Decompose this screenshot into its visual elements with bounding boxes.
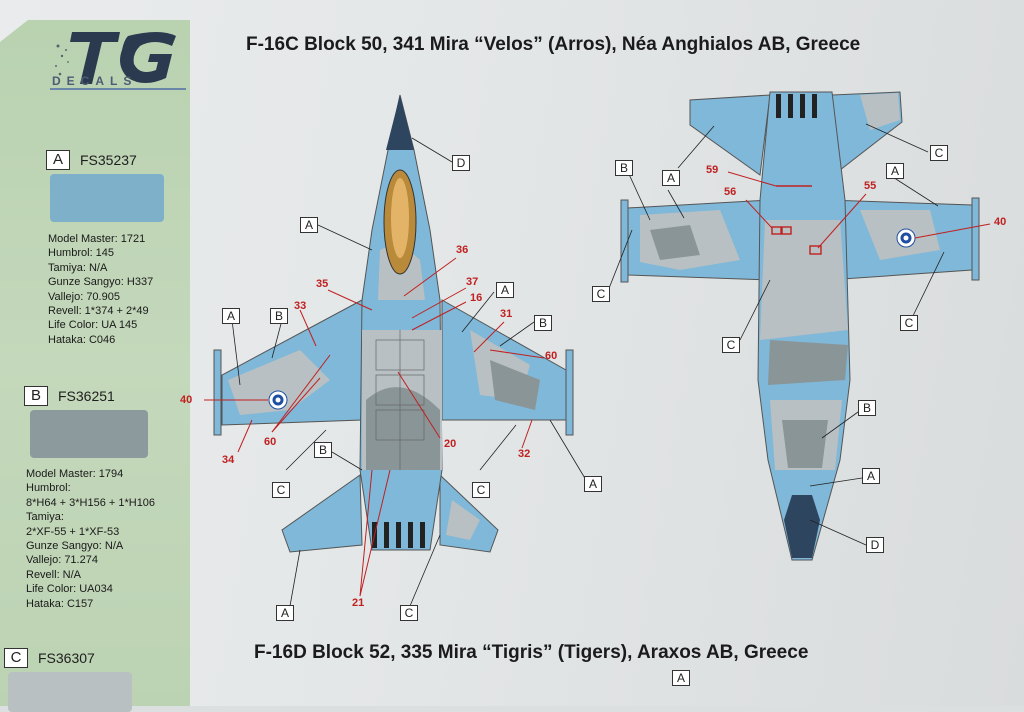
- color-sidebar: [0, 20, 190, 706]
- swatch-a-letter: A: [46, 150, 70, 170]
- label-c-under-right-wing: C: [900, 315, 918, 331]
- label-c-under-left-wing: C: [592, 286, 610, 302]
- label-c-right-wing: C: [472, 482, 490, 498]
- label-b-left-wing: B: [270, 308, 288, 324]
- swatch-b-header: B FS36251: [24, 386, 115, 406]
- marking-60-left: 60: [264, 436, 277, 448]
- marking-40-top: 40: [180, 394, 193, 406]
- swatch-b-letter: B: [24, 386, 48, 406]
- bottom-view-aircraft: [620, 91, 980, 561]
- marking-34: 34: [222, 454, 235, 466]
- swatch-b-code: FS36251: [58, 388, 115, 404]
- swatch-c-header: C FS36307: [4, 648, 95, 668]
- label-c-left-wing: C: [272, 482, 290, 498]
- marking-55: 55: [864, 180, 877, 192]
- swatch-c-letter: C: [4, 648, 28, 668]
- marking-20: 20: [444, 438, 457, 450]
- label-b-under-intake: B: [858, 400, 876, 416]
- label-a-tail: A: [276, 605, 294, 621]
- label-c-under-fuselage: C: [722, 337, 740, 353]
- label-b-right-wing: B: [534, 315, 552, 331]
- marking-59: 59: [706, 164, 719, 176]
- swatch-a-code: FS35237: [80, 152, 137, 168]
- decals-wordmark: DECALS: [52, 74, 138, 88]
- marking-21: 21: [352, 597, 365, 609]
- label-c-under-tail: C: [930, 145, 948, 161]
- swatch-a-chip: [50, 174, 164, 222]
- label-a-under-right: A: [886, 163, 904, 179]
- swatch-b-chip: [30, 410, 148, 458]
- label-a-spine: A: [300, 217, 318, 233]
- marking-35: 35: [316, 278, 329, 290]
- swatch-c-code: FS36307: [38, 650, 95, 666]
- label-c-tail: C: [400, 605, 418, 621]
- label-b-under-left: B: [615, 160, 633, 176]
- leader-lines: [231, 123, 945, 607]
- marking-32: 32: [518, 448, 531, 460]
- tg-decals-logo: [50, 32, 186, 90]
- label-a-right-wing: A: [496, 282, 514, 298]
- top-view-aircraft: [213, 94, 574, 553]
- swatch-c-chip: [8, 672, 132, 712]
- label-a-under-nose: A: [862, 468, 880, 484]
- label-d-under-radome: D: [866, 537, 884, 553]
- label-b-left-tail: B: [314, 442, 332, 458]
- marking-16: 16: [470, 292, 483, 304]
- marking-36: 36: [456, 244, 469, 256]
- marking-60-right: 60: [545, 350, 558, 362]
- label-a-right-tip: A: [584, 476, 602, 492]
- marking-33: 33: [294, 300, 307, 312]
- label-a-left-wing: A: [222, 308, 240, 324]
- marking-31: 31: [500, 308, 513, 320]
- swatch-a-header: A FS35237: [46, 150, 137, 170]
- marking-40-bottom: 40: [994, 216, 1007, 228]
- marking-56: 56: [724, 186, 737, 198]
- label-a-second-aircraft: A: [672, 670, 690, 686]
- top-aircraft-title: F-16C Block 50, 341 Mira “Velos” (Arros)…: [246, 34, 861, 55]
- bottom-aircraft-title: F-16D Block 52, 335 Mira “Tigris” (Tiger…: [254, 642, 809, 663]
- marking-leaders: [204, 171, 991, 597]
- label-a-under-left: A: [662, 170, 680, 186]
- marking-37: 37: [466, 276, 479, 288]
- label-d-nose: D: [452, 155, 470, 171]
